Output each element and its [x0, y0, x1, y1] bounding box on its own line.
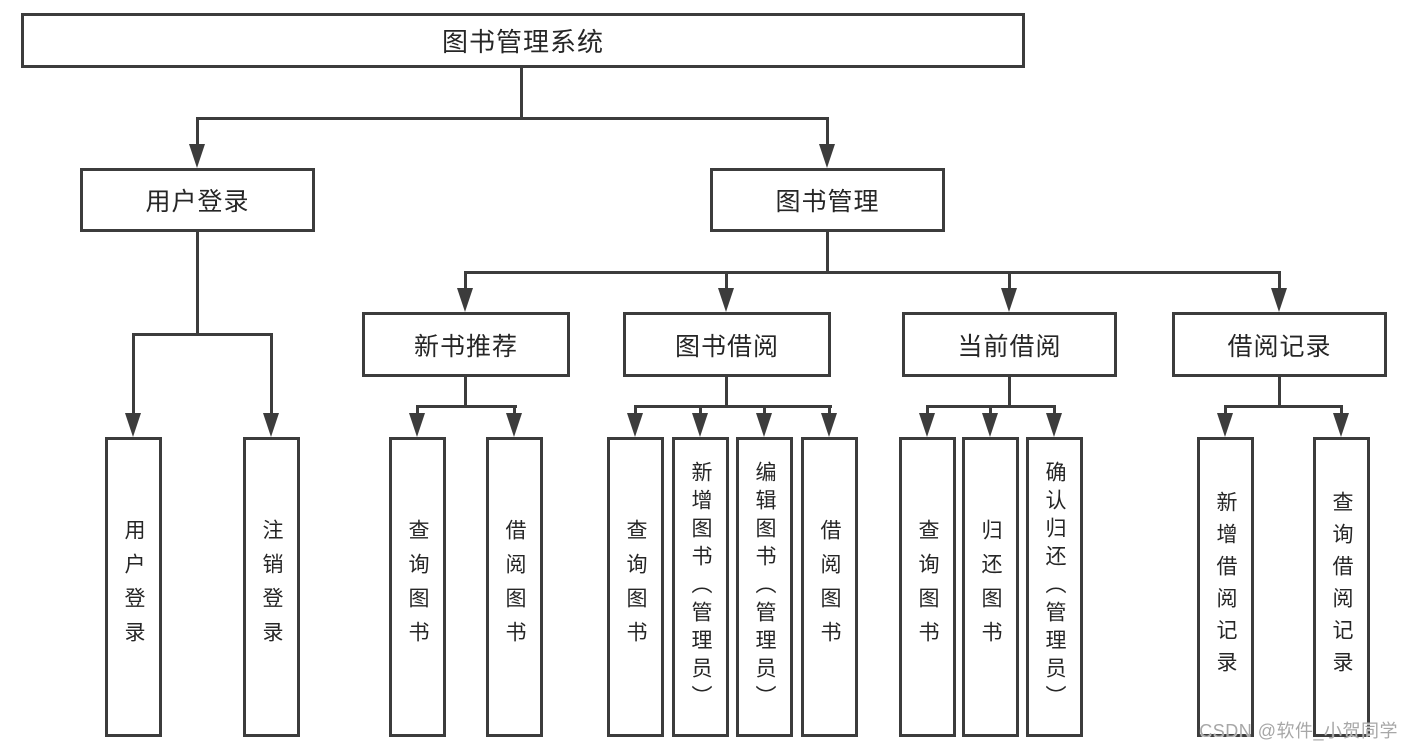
watermark: CSDN @软件_小贺同学: [1199, 721, 1398, 741]
leaf-label: 编辑图书（管理员）: [753, 461, 776, 713]
arrow-down-icon: [821, 413, 837, 437]
arrow-down-icon: [457, 288, 473, 312]
leaf-query-books: 查询图书: [899, 437, 956, 737]
node-book-management: 图书管理: [710, 168, 945, 232]
leaf-label: 新增图书（管理员）: [689, 461, 712, 713]
node-label: 新书推荐: [413, 332, 518, 361]
leaf-query-books: 查询图书: [607, 437, 664, 737]
leaf-confirm-return-admin: 确认归还（管理员）: [1026, 437, 1083, 737]
node-current-borrowing: 当前借阅: [902, 312, 1117, 377]
leaf-edit-books-admin: 编辑图书（管理员）: [736, 437, 793, 737]
node-label: 图书管理系统: [441, 27, 604, 57]
node-label: 图书借阅: [674, 332, 779, 361]
arrow-down-icon: [506, 413, 522, 437]
arrow-down-icon: [718, 288, 734, 312]
node-new-book-recommend: 新书推荐: [362, 312, 570, 377]
node-label: 图书管理: [775, 188, 880, 216]
leaf-label: 用户登录: [122, 519, 145, 655]
leaf-label: 确认归还（管理员）: [1043, 461, 1066, 713]
leaf-label: 新增借阅记录: [1214, 491, 1237, 683]
arrow-down-icon: [819, 144, 835, 168]
leaf-label: 查询图书: [624, 519, 647, 655]
arrow-down-icon: [627, 413, 643, 437]
leaf-label: 查询图书: [916, 519, 939, 655]
leaf-label: 归还图书: [979, 519, 1002, 655]
arrow-down-icon: [125, 413, 141, 437]
node-borrow-records: 借阅记录: [1172, 312, 1387, 377]
arrow-down-icon: [692, 413, 708, 437]
node-root-library-management-system: 图书管理系统: [21, 13, 1025, 68]
arrow-down-icon: [756, 413, 772, 437]
leaf-borrow-books: 借阅图书: [486, 437, 543, 737]
arrow-down-icon: [189, 144, 205, 168]
leaf-borrow-books: 借阅图书: [801, 437, 858, 737]
arrow-down-icon: [919, 413, 935, 437]
leaf-label: 借阅图书: [503, 519, 526, 655]
arrow-down-icon: [409, 413, 425, 437]
leaf-label: 借阅图书: [818, 519, 841, 655]
leaf-logout: 注销登录: [243, 437, 300, 737]
node-label: 当前借阅: [957, 332, 1062, 361]
leaf-query-borrow-record: 查询借阅记录: [1313, 437, 1370, 737]
node-user-login: 用户登录: [80, 168, 315, 232]
leaf-label: 查询借阅记录: [1330, 491, 1353, 683]
leaf-return-books: 归还图书: [962, 437, 1019, 737]
leaf-add-borrow-record: 新增借阅记录: [1197, 437, 1254, 737]
arrow-down-icon: [1333, 413, 1349, 437]
arrow-down-icon: [1001, 288, 1017, 312]
arrow-down-icon: [982, 413, 998, 437]
node-label: 用户登录: [145, 188, 250, 216]
arrow-down-icon: [1217, 413, 1233, 437]
leaf-user-login: 用户登录: [105, 437, 162, 737]
leaf-label: 注销登录: [260, 519, 283, 655]
arrow-down-icon: [263, 413, 279, 437]
leaf-add-books-admin: 新增图书（管理员）: [672, 437, 729, 737]
leaf-label: 查询图书: [406, 519, 429, 655]
leaf-query-books: 查询图书: [389, 437, 446, 737]
node-book-borrowing: 图书借阅: [623, 312, 831, 377]
arrow-down-icon: [1271, 288, 1287, 312]
arrow-down-icon: [1046, 413, 1062, 437]
node-label: 借阅记录: [1227, 332, 1332, 361]
